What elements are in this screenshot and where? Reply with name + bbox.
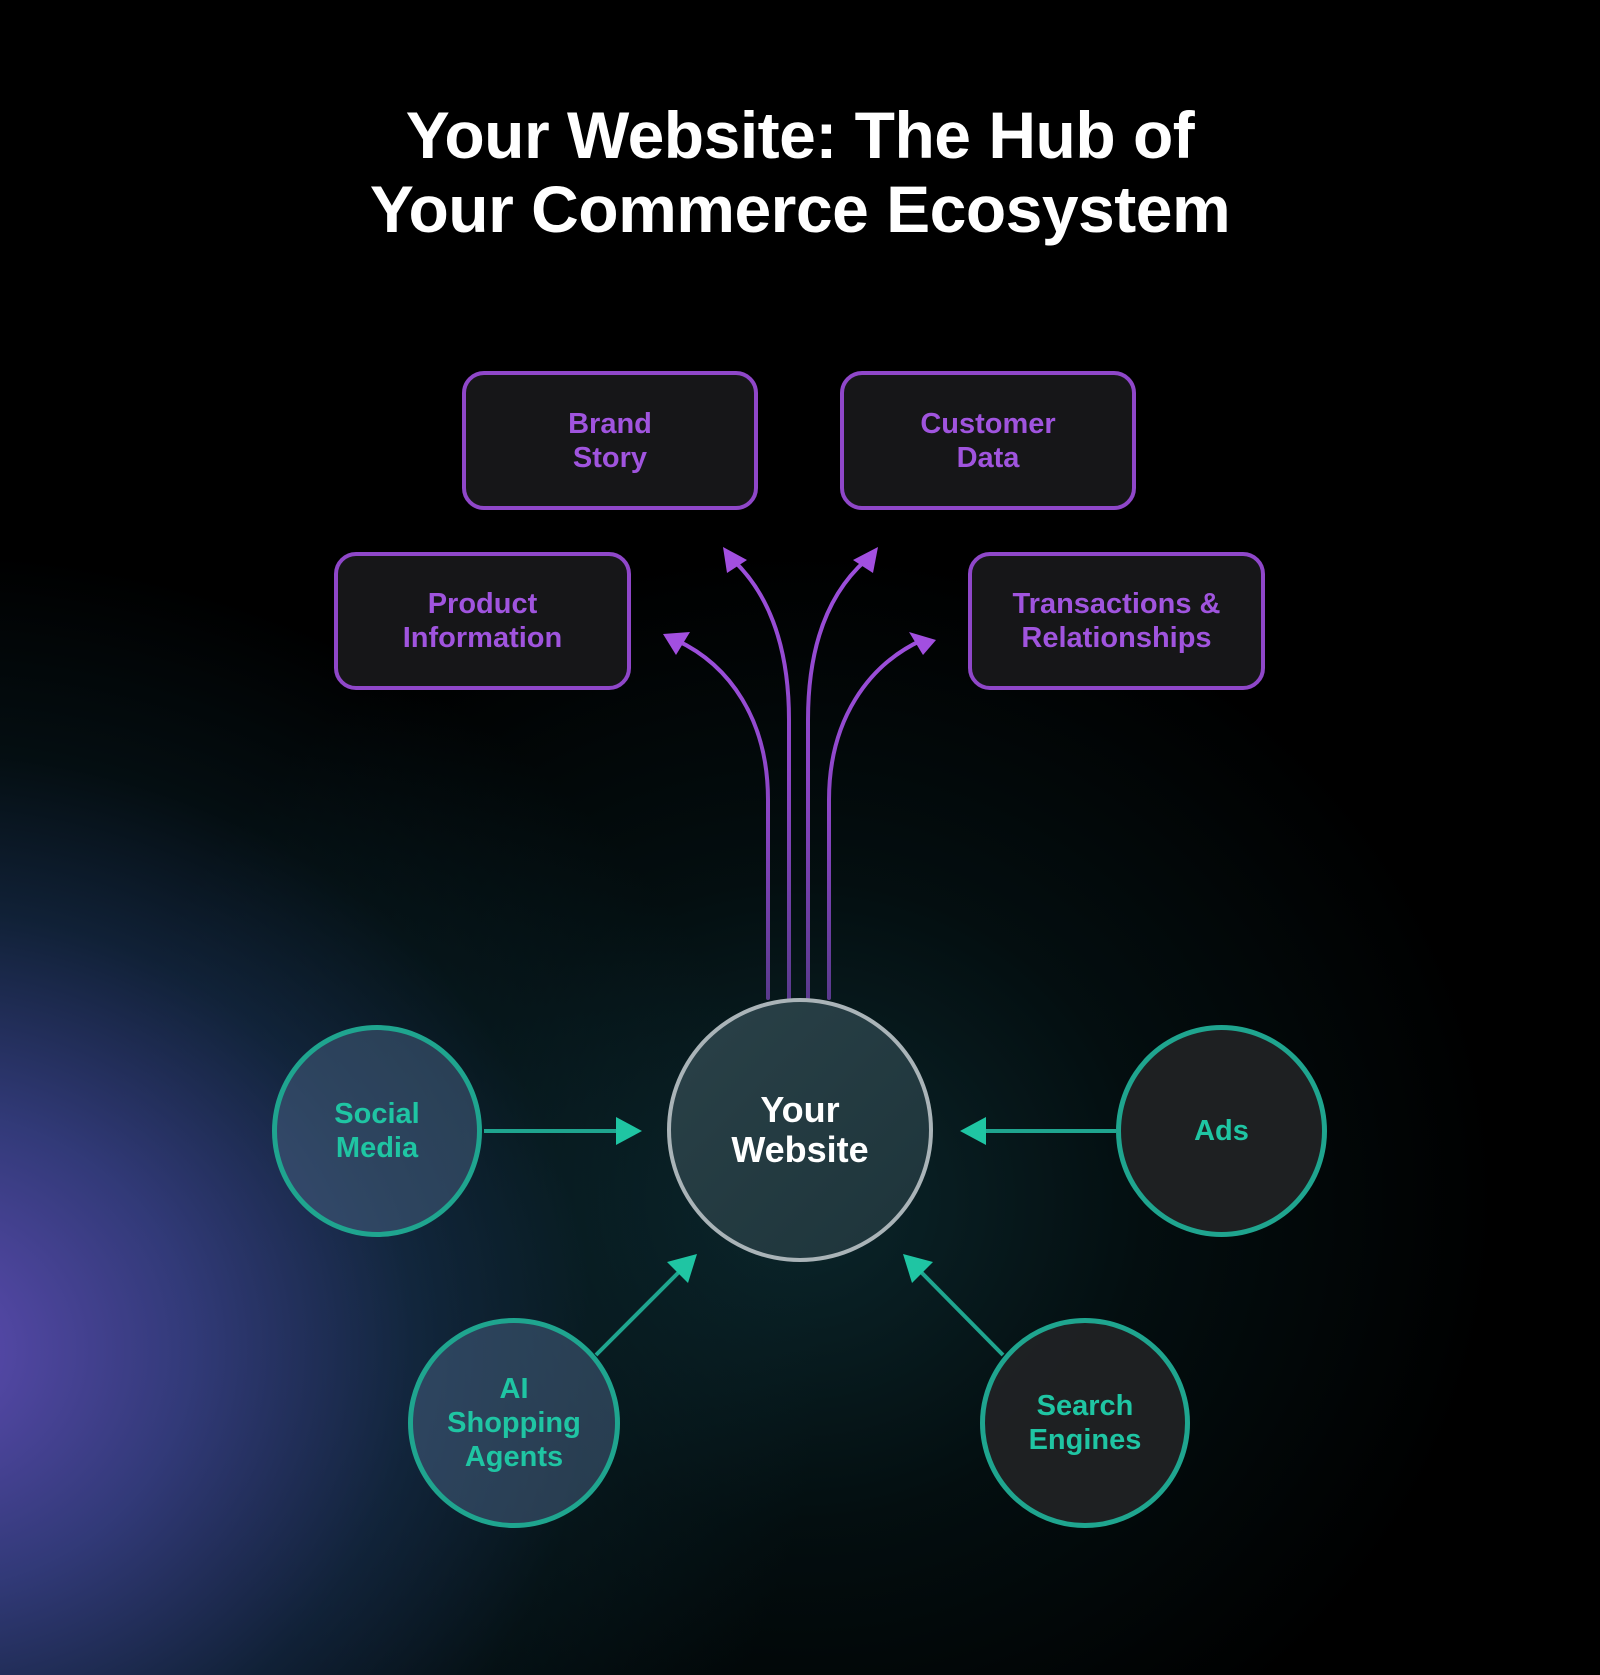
- node-ai-shopping-agents: AI Shopping Agents: [408, 1318, 620, 1528]
- arrowhead-icon: [616, 1117, 642, 1145]
- box-brand-story: Brand Story: [462, 371, 758, 510]
- arrowhead-icon: [723, 547, 747, 573]
- arrowhead-icon: [663, 632, 690, 655]
- arrow-to-customer-data: [806, 558, 868, 1000]
- title-line-2: Your Commerce Ecosystem: [369, 172, 1231, 246]
- arrowhead-icon: [853, 547, 878, 573]
- input-arrows: [484, 1129, 1116, 1357]
- node-label: AI Shopping Agents: [447, 1373, 581, 1473]
- arrowhead-icon: [909, 632, 936, 655]
- node-social-media: Social Media: [272, 1025, 482, 1237]
- box-label: Brand Story: [568, 407, 652, 474]
- box-transactions-relationships: Transactions & Relationships: [968, 552, 1265, 690]
- output-arrowheads: [663, 547, 936, 655]
- arrow-to-brand-story: [731, 558, 791, 1000]
- node-ads: Ads: [1116, 1025, 1327, 1237]
- box-label: Product Information: [402, 588, 563, 654]
- node-label: Search Engines: [1028, 1390, 1142, 1456]
- arrowhead-icon: [960, 1117, 986, 1145]
- node-label: Ads: [1194, 1115, 1249, 1147]
- arrowhead-icon: [903, 1254, 933, 1283]
- arrow-from-search-engines: [918, 1269, 1005, 1357]
- arrow-to-product-information: [674, 638, 770, 1000]
- hub-label: Your Website: [731, 1089, 869, 1170]
- box-label: Customer Data: [920, 407, 1056, 474]
- page-title: Your Website: The Hub of Your Commerce E…: [0, 98, 1600, 246]
- arrow-to-transactions: [827, 638, 924, 1000]
- node-label: Social Media: [334, 1098, 420, 1164]
- node-search-engines: Search Engines: [980, 1318, 1190, 1528]
- box-label: Transactions & Relationships: [1012, 588, 1221, 654]
- arrowhead-icon: [667, 1254, 697, 1283]
- input-arrowheads: [616, 1117, 986, 1283]
- box-product-information: Product Information: [334, 552, 631, 690]
- title-line-1: Your Website: The Hub of: [405, 98, 1195, 172]
- arrow-from-ai-shopping-agents: [594, 1269, 682, 1357]
- output-arrows: [674, 558, 924, 1000]
- box-customer-data: Customer Data: [840, 371, 1136, 510]
- hub-your-website: Your Website: [667, 998, 933, 1262]
